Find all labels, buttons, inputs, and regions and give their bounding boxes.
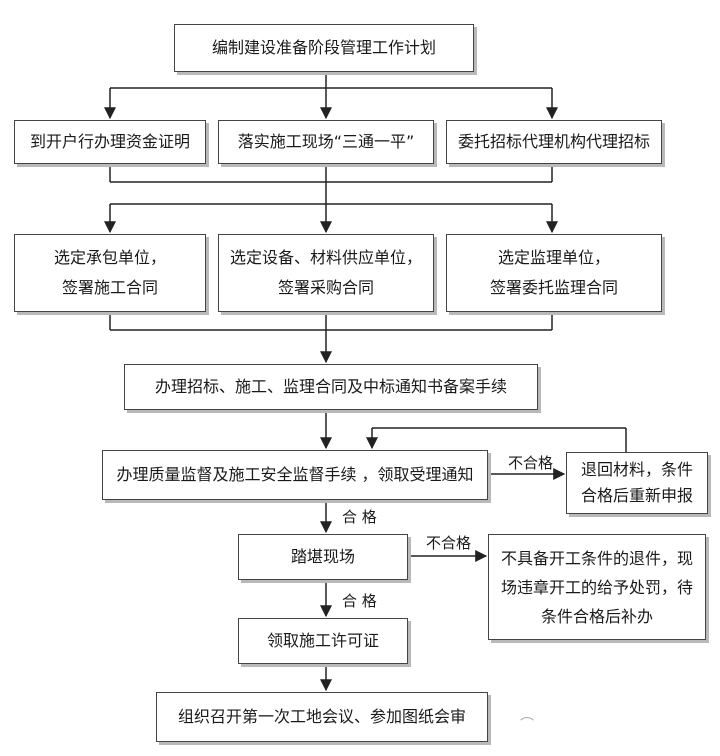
node-label: 签署采购合同 [277,278,374,297]
node-label: 委托招标代理机构代理招标 [457,132,650,151]
node-label: 签署施工合同 [61,278,158,297]
supplier-node: 选定设备、材料供应单位， 签署采购合同 [218,234,434,312]
supervision-node: 办理质量监督及施工安全监督手续 ，领取受理通知 [102,450,488,500]
pass-label: 合 格 [342,508,377,526]
fail-label: 不合格 [508,454,554,472]
node-label: 选定监理单位， [497,248,610,267]
node-label: 领取施工许可证 [266,631,379,650]
node-label: 选定设备、材料供应单位， [229,248,422,267]
node-label: 编制建设准备阶段管理工作计划 [211,38,436,57]
node-label: 签署委托监理合同 [489,278,618,297]
contractor-node: 选定承包单位， 签署施工合同 [14,234,206,312]
filing-node: 办理招标、施工、监理合同及中标通知书备案手续 [124,364,538,410]
pass-label: 合 格 [342,592,377,610]
node-label: 场违章开工的给予处罚，待 [500,577,693,597]
permit-node: 领取施工许可证 [238,618,408,664]
penalty-node: 不具备开工条件的退件，现 场违章开工的给予处罚，待 条件合格后补办 [488,534,706,640]
node-label: 办理质量监督及施工安全监督手续 ，领取受理通知 [116,465,474,484]
return-node: 退回材料，条件 合格后重新申报 [566,452,708,514]
node-label: 办理招标、施工、监理合同及中标通知书备案手续 [154,377,507,396]
decorative-mark: ⌒ [520,717,534,733]
survey-node: 踏堪现场 [238,534,408,580]
node-label: 条件合格后补办 [540,606,653,626]
node-label: 退回材料，条件 [580,460,693,479]
plan-node: 编制建设准备阶段管理工作计划 [174,24,474,72]
meeting-node: 组织召开第一次工地会议、参加图纸会审 [156,692,488,742]
node-label: 选定承包单位， [53,248,166,267]
node-label: 组织召开第一次工地会议、参加图纸会审 [177,707,466,726]
bidding-agent-node: 委托招标代理机构代理招标 [446,120,662,164]
node-label: 合格后重新申报 [580,486,693,505]
fail-label: 不合格 [426,534,472,552]
node-label: 不具备开工条件的退件，现 [500,548,693,568]
site-prep-node: 落实施工现场“三通一平” [218,120,434,164]
node-label: 落实施工现场“三通一平” [237,132,415,151]
funds-node: 到开户行办理资金证明 [14,120,206,164]
node-label: 踏堪现场 [290,547,355,566]
node-label: 到开户行办理资金证明 [29,132,190,151]
supervisor-node: 选定监理单位， 签署委托监理合同 [446,234,662,312]
